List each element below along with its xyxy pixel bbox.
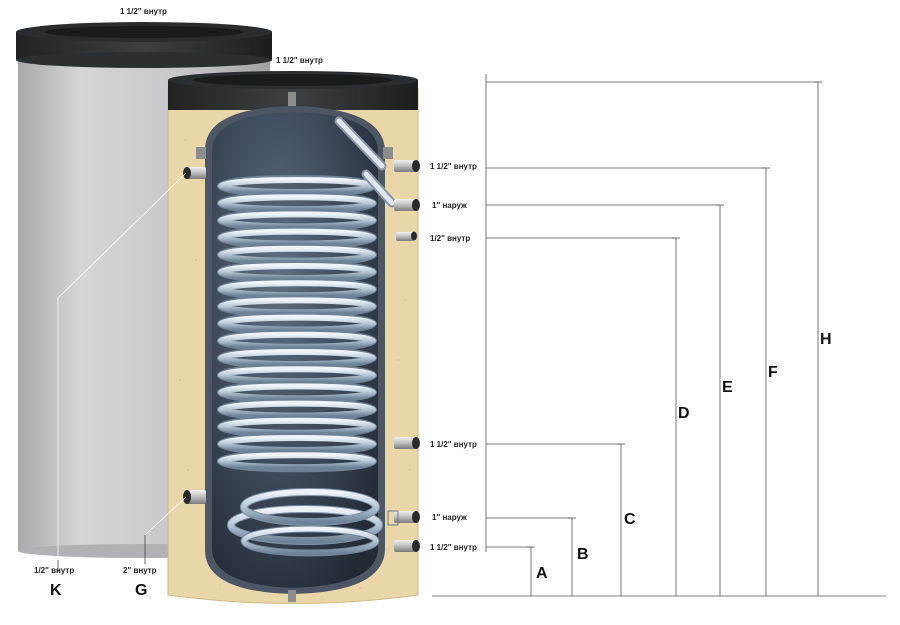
dimension-b: B [577,546,589,563]
dim-line-b [486,517,573,596]
coil-turn [218,263,376,281]
heat-exchanger-coil [217,175,377,473]
inlet-pipes [334,116,397,208]
label-top-back: 1 1/2" внутр [120,7,167,16]
label-port-upper-2: 1" наруж [432,201,467,210]
port-left-g [183,490,206,504]
dimension-h: H [820,331,832,348]
label-left-k: 1/2" внутр [34,566,74,575]
dimension-e: E [722,379,733,396]
label-left-g: 2" внутр [123,566,157,575]
port-upper-2 [394,199,420,211]
port-lower-2 [394,511,420,523]
coil-turn [218,211,376,230]
label-port-upper-3: 1/2" внутр [430,234,470,243]
dim-line-e [486,204,721,596]
port-upper-1 [394,160,420,172]
port-lower-3 [394,540,420,552]
dimension-k: K [50,582,62,599]
coil-turn [218,245,376,264]
label-port-lower-2: 1" наруж [432,513,467,522]
coil-turn [218,452,376,471]
dimension-g: G [135,582,147,599]
label-top-front: 1 1/2" внутр [276,56,323,65]
port-left-k [183,167,206,179]
label-port-lower-3: 1 1/2" внутр [430,543,477,552]
dim-line-c [486,443,622,596]
coil-turn [218,228,376,247]
coil-turn [218,194,376,213]
dim-line-d [486,237,677,596]
coil-turn [218,280,376,299]
dimension-f: F [768,364,778,381]
port-lower-1 [394,437,420,449]
dimension-c: C [624,511,636,528]
coil-turn [218,349,376,367]
coil-turn [218,366,376,385]
label-port-lower-1: 1 1/2" внутр [430,440,477,449]
coil-turn [218,417,376,436]
coil-turn [218,314,376,333]
cutaway-tank [167,71,420,604]
leader-lines [57,172,187,572]
coil-turn [218,435,376,453]
coil-turn [218,331,376,350]
label-port-upper-1: 1 1/2" внутр [430,162,477,171]
lower-heat-exchanger-coil [227,488,383,557]
dimension-d: D [678,405,690,422]
dim-line-a [486,546,532,596]
dim-line-h [486,81,819,596]
coil-turn [218,400,376,419]
coil-turn [218,383,376,402]
coil-turn [218,297,376,316]
dimension-lines [432,74,886,597]
dimension-a: A [536,565,548,582]
port-upper-3 [396,231,417,241]
